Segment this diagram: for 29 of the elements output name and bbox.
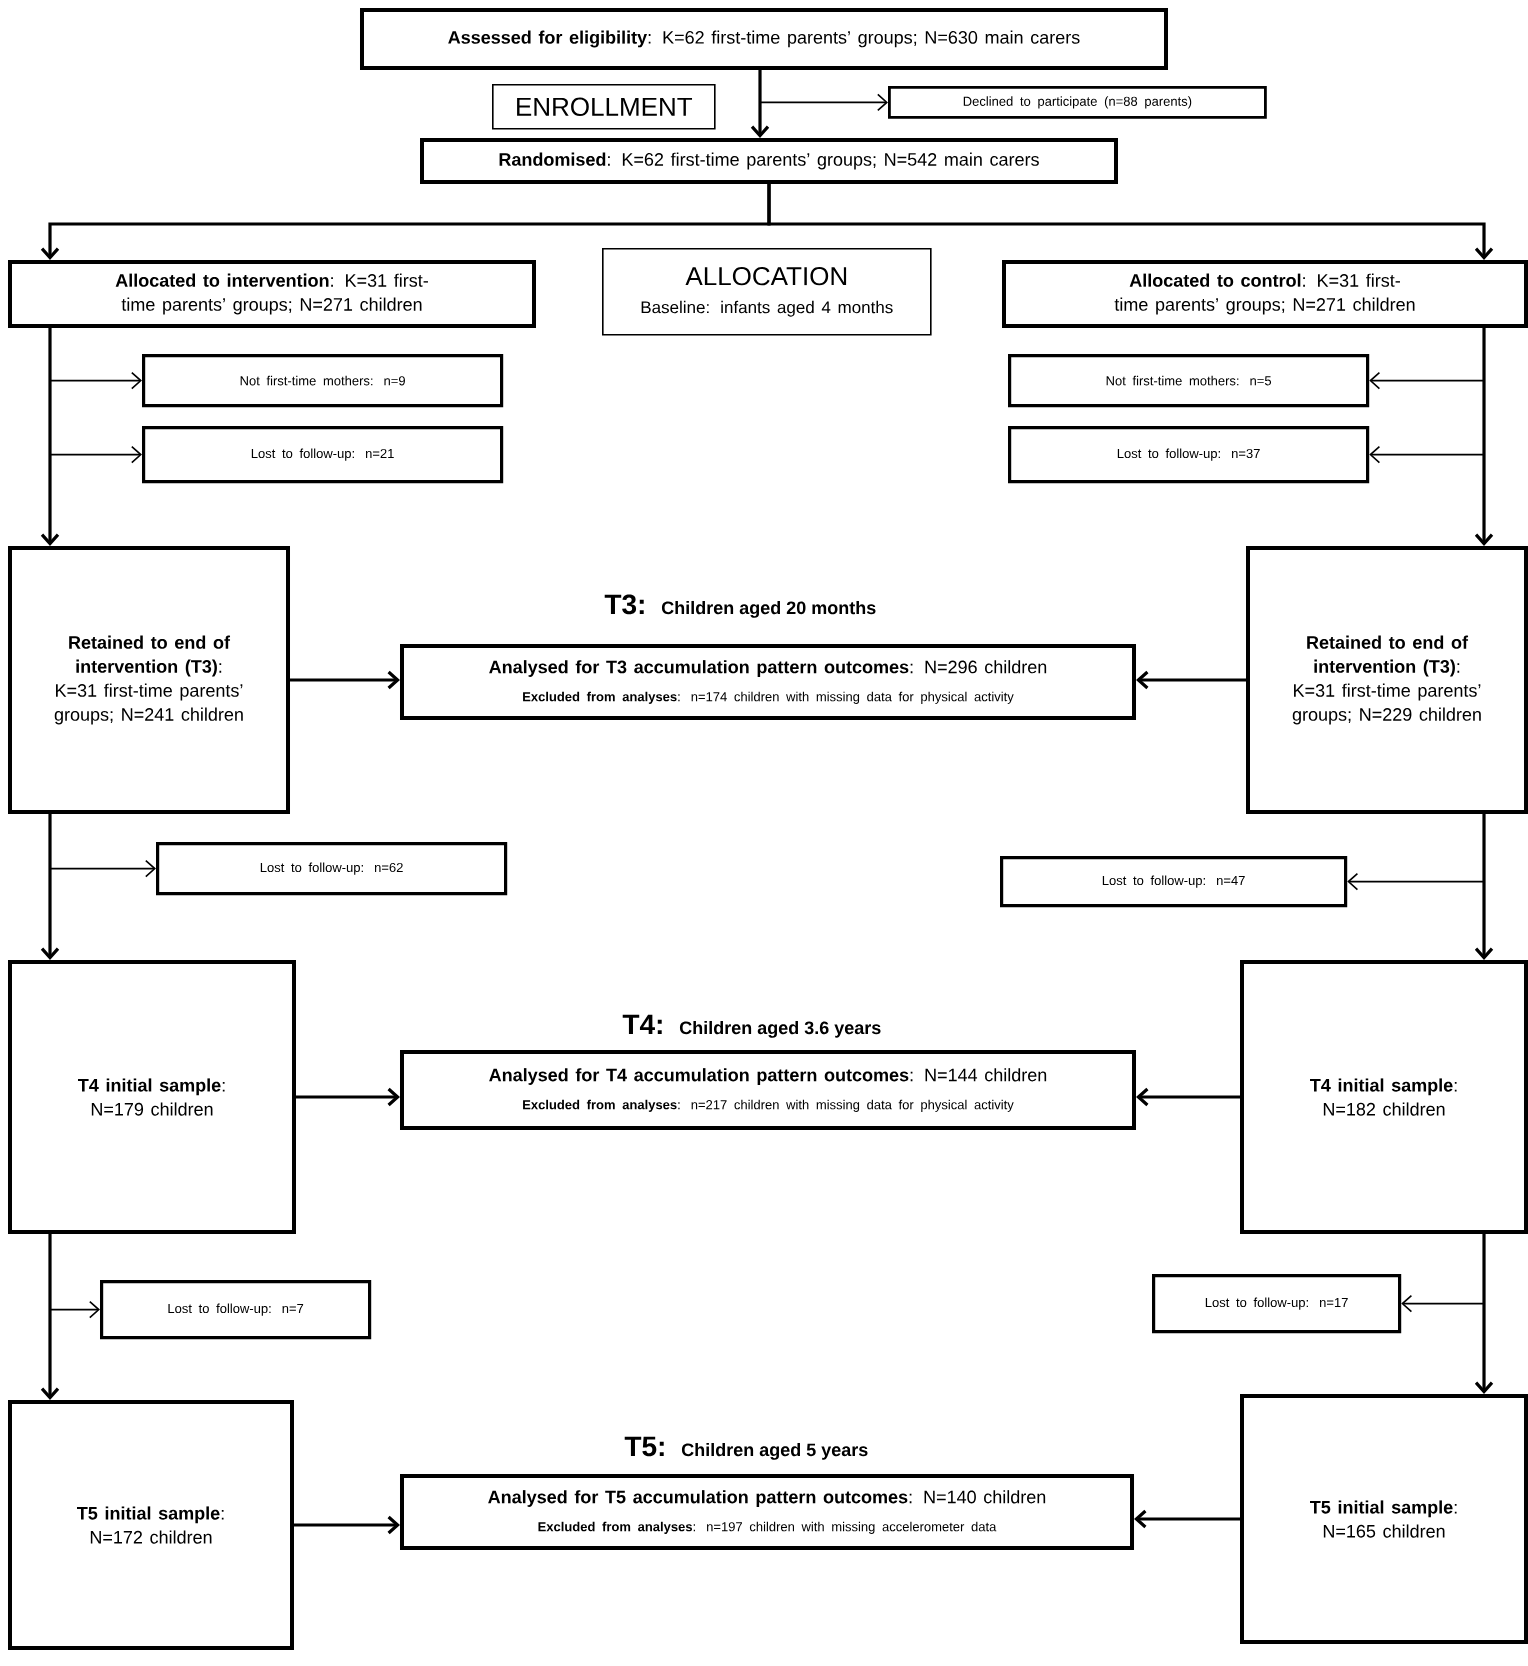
arrow: [296, 1087, 400, 1107]
sample-box: T4 initial sample: N=182 children: [1240, 960, 1528, 1234]
arrow: [1474, 814, 1494, 960]
sample-box: Retained to end of intervention (T3): K=31 first-time parents’ groups; N=229 children: [1246, 546, 1528, 814]
arrow: [1136, 670, 1246, 690]
arrow: [294, 1515, 400, 1535]
sample-box: T5 initial sample: N=172 children: [8, 1400, 294, 1650]
arrow: [1474, 328, 1494, 546]
arrow: [1474, 1234, 1494, 1394]
phase-box: ENROLLMENT: [492, 84, 716, 130]
arrow: [750, 70, 770, 138]
sample-box: Retained to end of intervention (T3): K=31 first-time parents’ groups; N=241 children: [8, 546, 290, 814]
phase-box: ALLOCATION Baseline: infants aged 4 months: [602, 248, 932, 336]
arrow: [40, 814, 60, 960]
group-box: Allocated to intervention: K=31 first-time parents’ groups; N=271 children: [8, 260, 536, 328]
arrow: [1136, 1087, 1240, 1107]
process-box: Randomised: K=62 first-time parents’ groups; N=542 main carers: [420, 138, 1118, 184]
arrow: [767, 184, 1494, 260]
arrow: [290, 670, 400, 690]
sample-box: T5 initial sample: N=165 children: [1240, 1394, 1528, 1644]
arrow: [40, 328, 60, 546]
group-box: Allocated to control: K=31 first-time parents’ groups; N=271 children: [1002, 260, 1528, 328]
arrow: [40, 1234, 60, 1400]
timepoint-description: Children aged 20 months: [661, 600, 876, 618]
arrow: [1134, 1509, 1240, 1529]
process-box: Assessed for eligibility: K=62 first-time parents’ groups; N=630 main carers: [360, 8, 1168, 70]
timepoint-label: T3:: [604, 594, 644, 615]
arrow: [759, 69, 888, 112]
sample-box: T4 initial sample: N=179 children: [8, 960, 296, 1234]
